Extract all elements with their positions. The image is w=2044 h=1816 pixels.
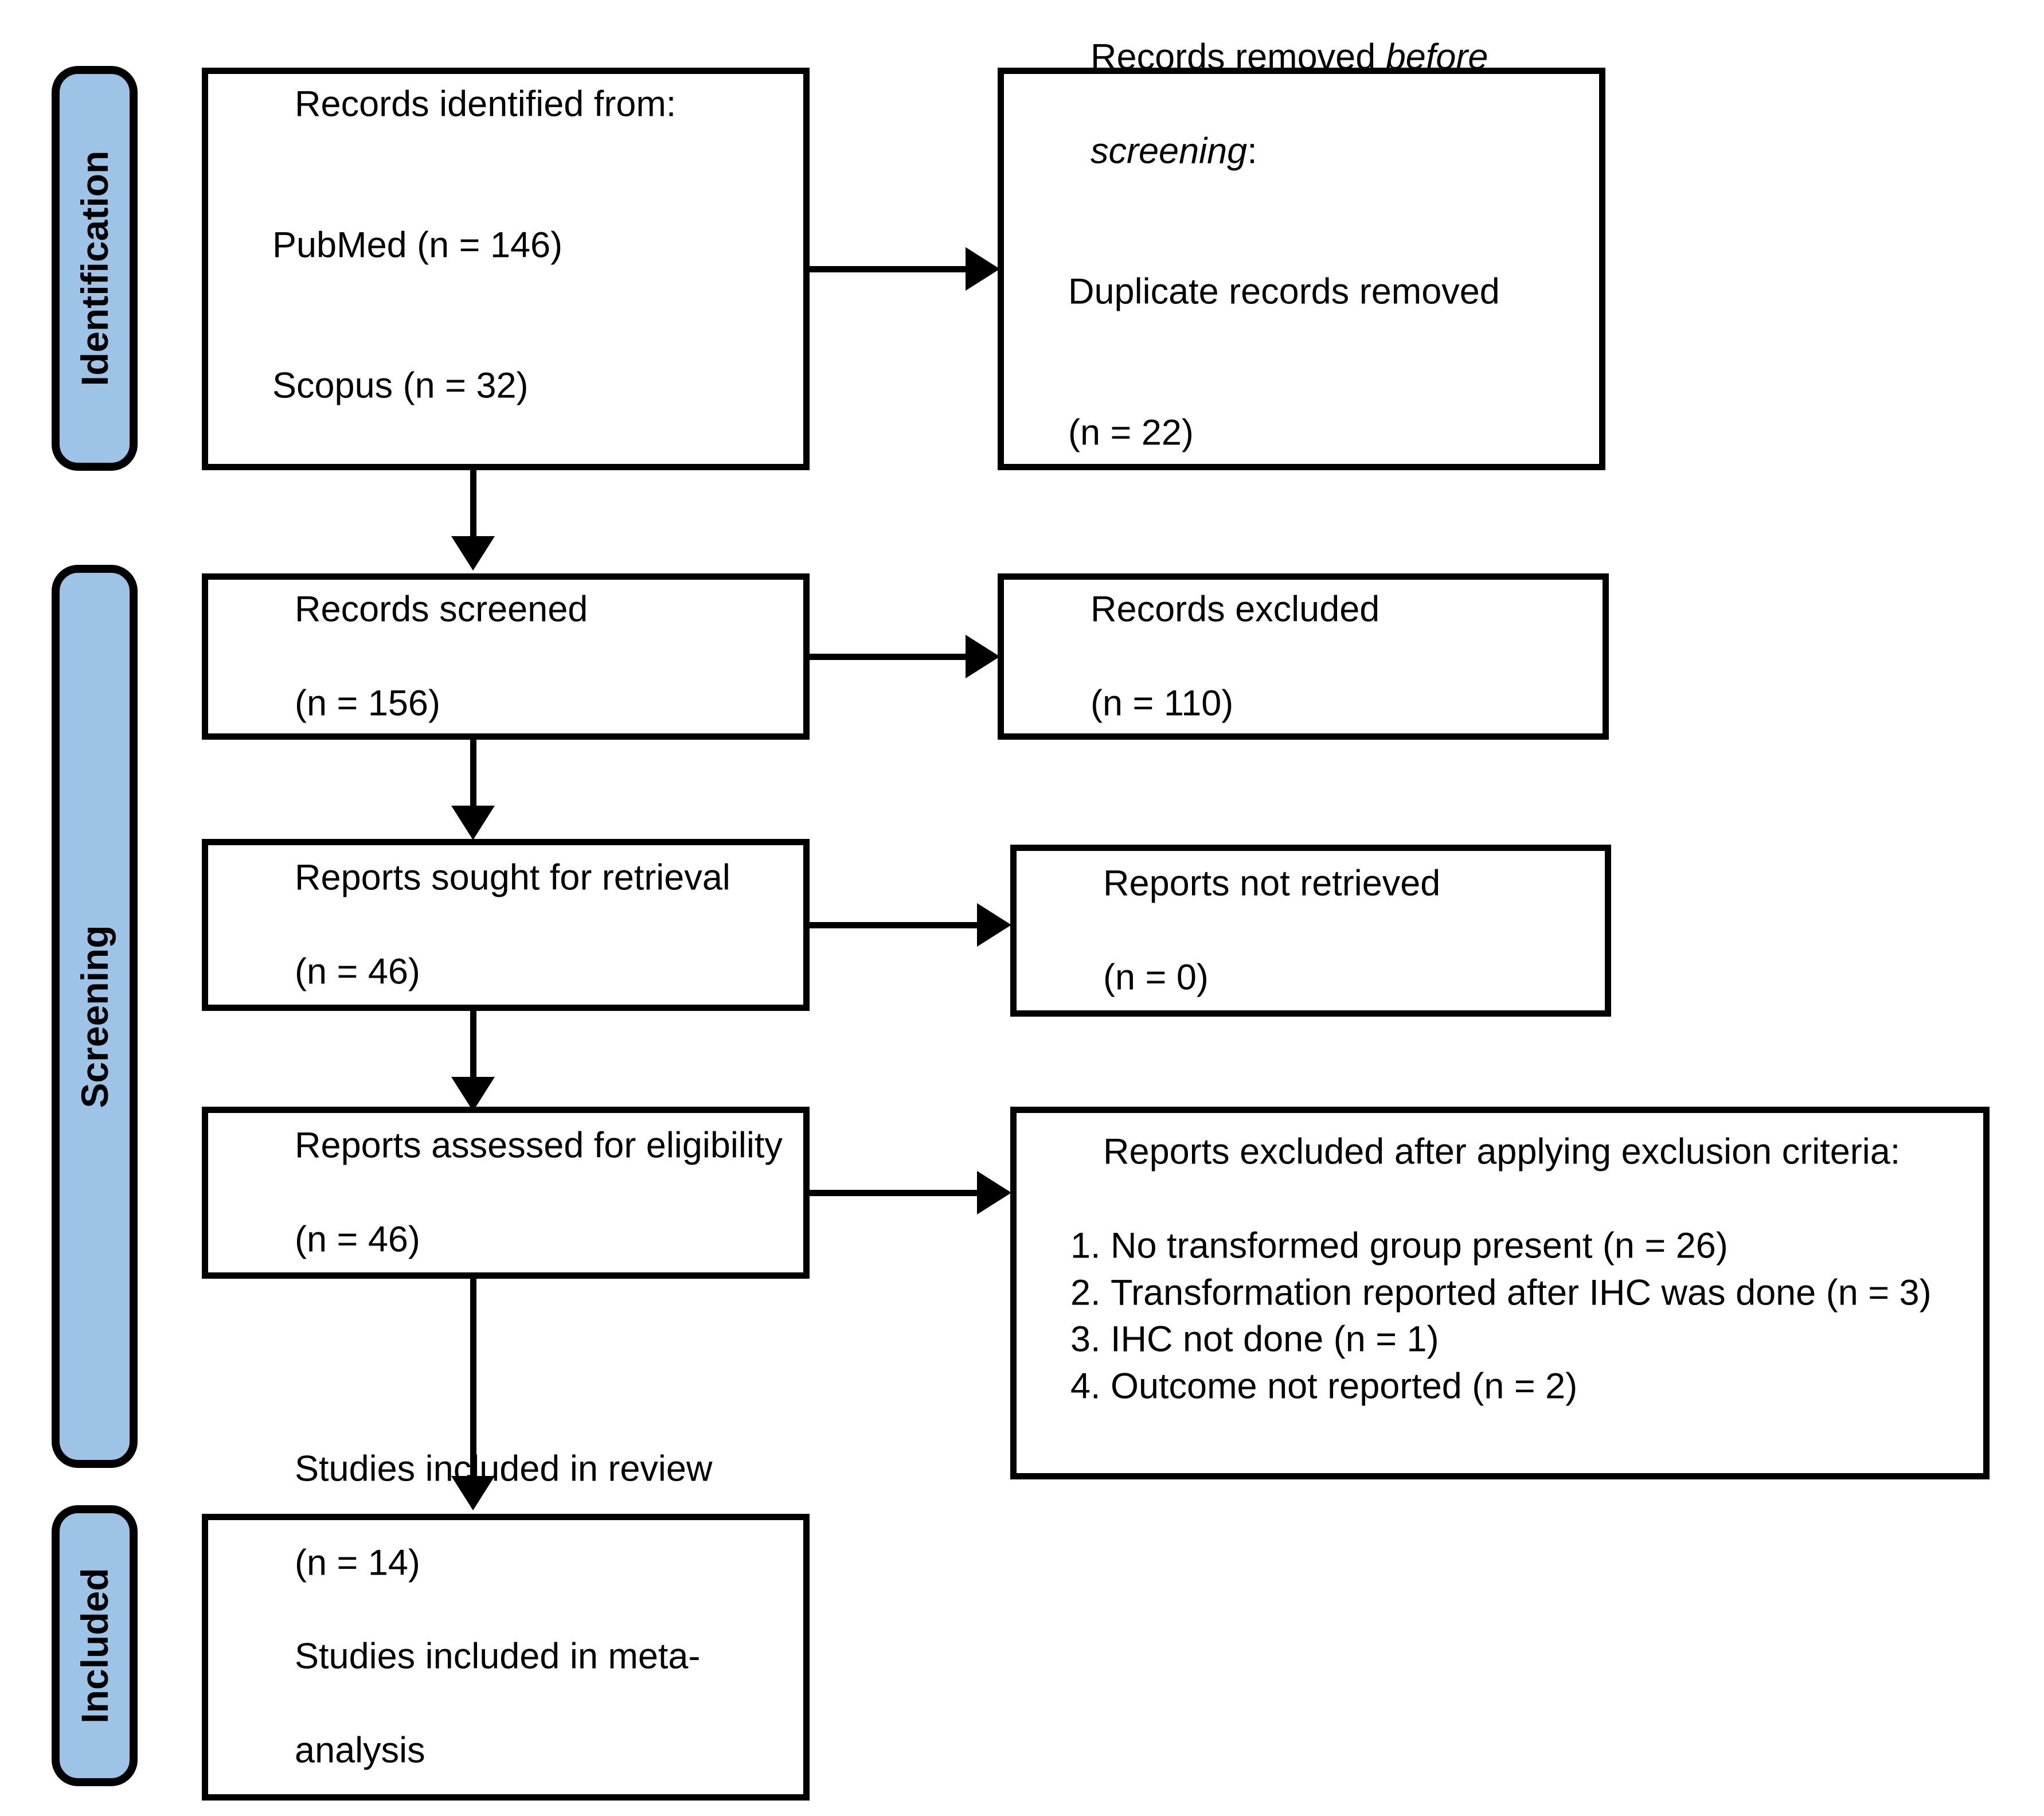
arrowhead-identified-to-removed (966, 247, 1000, 291)
arrowhead-screened-to-sought (451, 806, 495, 840)
reports-excluded-header: Reports excluded after applying exclusio… (1103, 1131, 1901, 1172)
reports-not-retrieved-line1: Reports not retrieved (1103, 863, 1441, 904)
records-removed-line3: Duplicate records removed (1068, 272, 1500, 312)
reports-sought-line1: Reports sought for retrieval (295, 857, 730, 898)
arrowhead-sought-to-not-retrieved (977, 903, 1011, 947)
box-records-excluded: Records excluded (n = 110) (998, 573, 1609, 740)
stage-label-screening: Screening (73, 924, 116, 1108)
box-reports-not-retrieved: Reports not retrieved (n = 0) (1010, 845, 1611, 1017)
arrowhead-identified-to-screened (451, 536, 495, 571)
records-removed-line2-italic: screening (1091, 131, 1248, 171)
connector-identified-to-screened (470, 470, 476, 539)
records-identified-line3: Scopus (n = 32) (272, 365, 529, 406)
records-removed-line4: (n = 22) (1068, 412, 1194, 453)
arrowhead-screened-to-excluded (966, 635, 1000, 678)
box-records-removed: Records removed before screening: Duplic… (998, 37, 1605, 470)
exclusion-criterion-number: 1. (1070, 1225, 1101, 1266)
box-reports-sought-text: Reports sought for retrieval (n = 46) (235, 807, 790, 1042)
connector-screened-to-excluded (810, 654, 970, 660)
box-records-excluded-text: Records excluded (n = 110) (1030, 539, 1589, 774)
records-removed-line1-pre: Records removed (1091, 37, 1386, 77)
stage-label-included: Included (73, 1568, 116, 1724)
records-screened-line2: (n = 156) (295, 682, 440, 723)
box-records-removed-text: Records removed before screening: Duplic… (1030, 0, 1585, 550)
reports-assessed-line1: Reports assessed for eligibility (295, 1125, 783, 1166)
connector-sought-to-not-retrieved (810, 922, 982, 928)
exclusion-criterion-text: Transformation reported after IHC was do… (1111, 1272, 1932, 1313)
exclusion-criterion-1: 1.No transformed group present (n = 26) (1043, 1223, 1969, 1270)
exclusion-criterion-text: No transformed group present (n = 26) (1111, 1225, 1728, 1266)
box-reports-sought: Reports sought for retrieval (n = 46) (202, 839, 810, 1011)
exclusion-criterion-3: 3.IHC not done (n = 1) (1043, 1317, 1969, 1364)
records-screened-line1: Records screened (295, 589, 588, 630)
records-removed-line2-post: : (1247, 131, 1257, 171)
stage-bar-included: Included (52, 1505, 138, 1786)
records-identified-line1: Records identified from: (295, 84, 677, 124)
connector-sought-to-assessed (470, 1011, 476, 1080)
arrowhead-sought-to-assessed (451, 1077, 495, 1111)
stage-bar-screening: Screening (52, 565, 138, 1468)
box-reports-excluded-text: Reports excluded after applying exclusio… (1043, 1081, 1969, 1504)
records-excluded-line2: (n = 110) (1091, 682, 1234, 723)
studies-included-line3: Studies included in meta- (295, 1637, 701, 1677)
box-studies-included: Studies included in review (n = 14) Stud… (202, 1448, 810, 1801)
exclusion-criterion-number: 3. (1070, 1319, 1101, 1360)
arrowhead-assessed-to-excluded (977, 1171, 1011, 1214)
studies-included-line4: analysis (295, 1730, 425, 1771)
box-records-identified: Records identified from: PubMed (n = 146… (202, 68, 810, 470)
arrowhead-assessed-to-included (451, 1476, 495, 1510)
exclusion-criterion-number: 2. (1070, 1272, 1101, 1313)
connector-screened-to-sought (470, 740, 476, 809)
box-records-screened: Records screened (n = 156) (202, 573, 810, 740)
box-records-screened-text: Records screened (n = 156) (235, 539, 790, 774)
exclusion-criterion-text: Outcome not reported (n = 2) (1111, 1366, 1578, 1407)
connector-identified-to-removed (810, 266, 970, 272)
exclusion-criterion-number: 4. (1070, 1366, 1101, 1407)
exclusion-criterion-4: 4.Outcome not reported (n = 2) (1043, 1364, 1969, 1411)
records-excluded-line1: Records excluded (1091, 589, 1380, 630)
reports-sought-line2: (n = 46) (295, 951, 420, 991)
exclusion-criterion-2: 2.Transformation reported after IHC was … (1043, 1270, 1969, 1317)
connector-assessed-to-included (470, 1279, 476, 1479)
box-records-identified-text: Records identified from: PubMed (n = 146… (235, 34, 790, 504)
records-removed-line1-italic: before (1385, 37, 1488, 77)
box-reports-assessed-text: Reports assessed for eligibility (n = 46… (235, 1075, 790, 1310)
reports-assessed-line2: (n = 46) (295, 1219, 420, 1259)
box-reports-not-retrieved-text: Reports not retrieved (n = 0) (1043, 813, 1591, 1048)
records-identified-line2: PubMed (n = 146) (272, 225, 563, 265)
exclusion-criteria-list: 1.No transformed group present (n = 26)2… (1043, 1223, 1969, 1411)
box-reports-excluded: Reports excluded after applying exclusio… (1010, 1107, 1990, 1479)
connector-assessed-to-excluded (810, 1190, 982, 1196)
studies-included-line2: (n = 14) (295, 1542, 420, 1583)
reports-not-retrieved-line2: (n = 0) (1103, 956, 1209, 997)
stage-label-identification: Identification (73, 150, 116, 386)
box-studies-included-text: Studies included in review (n = 14) Stud… (235, 1399, 790, 1816)
box-reports-assessed: Reports assessed for eligibility (n = 46… (202, 1107, 810, 1279)
stage-bar-identification: Identification (52, 66, 138, 471)
exclusion-criterion-text: IHC not done (n = 1) (1111, 1319, 1439, 1360)
studies-included-line1: Studies included in review (295, 1448, 713, 1489)
